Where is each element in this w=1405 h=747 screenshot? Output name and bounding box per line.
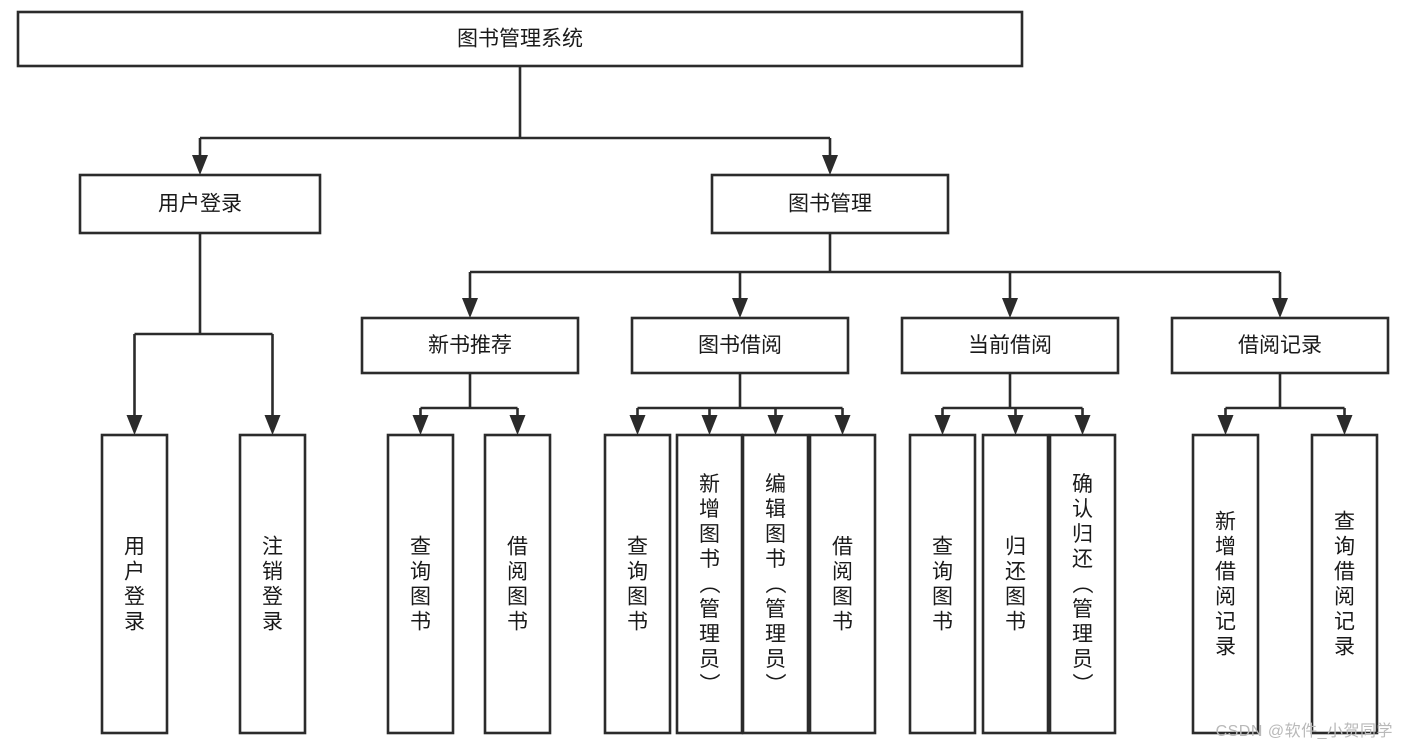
node-box-l2-user-login[interactable] xyxy=(78,173,322,235)
node-label-leaf-bw-borrow: 借阅图书 xyxy=(832,536,853,634)
arrow-head-icon xyxy=(767,415,784,435)
node-leaf-user-logout[interactable]: 注销登录 xyxy=(238,433,307,735)
node-box-leaf-bw-query[interactable] xyxy=(603,433,672,735)
arrow-head-icon xyxy=(264,415,281,435)
node-label-l3-record: 借阅记录 xyxy=(1238,334,1322,357)
node-leaf-bw-query[interactable]: 查询图书 xyxy=(603,433,672,735)
node-leaf-rc-add[interactable]: 新增借阅记录 xyxy=(1191,433,1260,735)
arrow-head-icon xyxy=(1217,415,1234,435)
node-box-leaf-user-logout[interactable] xyxy=(238,433,307,735)
arrow-head-icon xyxy=(1336,415,1353,435)
node-label-leaf-nb-borrow: 借阅图书 xyxy=(507,536,528,634)
arrow-head-icon xyxy=(701,415,718,435)
node-label-leaf-nb-query: 查询图书 xyxy=(410,536,431,634)
node-label-leaf-user-login: 用户登录 xyxy=(124,536,145,634)
arrow-head-icon xyxy=(934,415,951,435)
node-l2-book-manage[interactable]: 图书管理 xyxy=(710,173,950,235)
node-box-leaf-rc-add[interactable] xyxy=(1191,433,1260,735)
node-layer: 图书管理系统用户登录图书管理新书推荐图书借阅当前借阅借阅记录用户登录注销登录查询… xyxy=(16,10,1390,735)
node-l3-borrow[interactable]: 图书借阅 xyxy=(630,316,850,375)
node-label-l3-borrow: 图书借阅 xyxy=(698,334,782,357)
node-leaf-bw-add[interactable]: 新增图书（管理员） xyxy=(675,433,744,735)
node-box-leaf-cb-return[interactable] xyxy=(981,433,1050,735)
node-leaf-nb-query[interactable]: 查询图书 xyxy=(386,433,455,735)
node-label-l2-user-login: 用户登录 xyxy=(158,193,242,216)
connector-group-l3-record xyxy=(1217,373,1353,435)
arrow-head-icon xyxy=(509,415,526,435)
arrow-head-icon xyxy=(629,415,646,435)
node-label-root: 图书管理系统 xyxy=(457,28,583,51)
arrow-head-icon xyxy=(822,155,838,175)
arrow-head-icon xyxy=(192,155,208,175)
node-box-leaf-nb-query[interactable] xyxy=(386,433,455,735)
node-label-l3-current: 当前借阅 xyxy=(968,334,1052,357)
node-l3-new-book[interactable]: 新书推荐 xyxy=(360,316,580,375)
arrow-head-icon xyxy=(834,415,851,435)
node-label-leaf-rc-query: 查询借阅记录 xyxy=(1334,511,1355,659)
node-label-leaf-cb-confirm: 确认归还（管理员） xyxy=(1072,473,1094,696)
node-box-leaf-cb-query[interactable] xyxy=(908,433,977,735)
arrow-head-icon xyxy=(1272,298,1288,318)
node-leaf-user-login[interactable]: 用户登录 xyxy=(100,433,169,735)
node-box-l3-current[interactable] xyxy=(900,316,1120,375)
arrow-head-icon xyxy=(1074,415,1091,435)
connector-layer xyxy=(126,66,1353,435)
node-box-l3-new-book[interactable] xyxy=(360,316,580,375)
connector-group-l2-user-login xyxy=(126,233,281,435)
connector-group-l3-current xyxy=(934,373,1091,435)
node-label-leaf-bw-query: 查询图书 xyxy=(627,536,648,634)
node-box-l3-record[interactable] xyxy=(1170,316,1390,375)
node-box-leaf-nb-borrow[interactable] xyxy=(483,433,552,735)
node-l2-user-login[interactable]: 用户登录 xyxy=(78,173,322,235)
arrow-head-icon xyxy=(126,415,143,435)
node-leaf-cb-return[interactable]: 归还图书 xyxy=(981,433,1050,735)
node-leaf-bw-edit[interactable]: 编辑图书（管理员） xyxy=(741,433,810,735)
node-box-leaf-bw-edit[interactable] xyxy=(741,433,810,735)
node-label-l3-new-book: 新书推荐 xyxy=(428,334,512,357)
connector-group-root xyxy=(192,66,838,175)
node-leaf-bw-borrow[interactable]: 借阅图书 xyxy=(808,433,877,735)
node-leaf-nb-borrow[interactable]: 借阅图书 xyxy=(483,433,552,735)
arrow-head-icon xyxy=(732,298,748,318)
node-box-leaf-bw-add[interactable] xyxy=(675,433,744,735)
node-box-leaf-user-login[interactable] xyxy=(100,433,169,735)
node-box-l3-borrow[interactable] xyxy=(630,316,850,375)
connector-group-l3-borrow xyxy=(629,373,851,435)
node-box-leaf-cb-confirm[interactable] xyxy=(1048,433,1117,735)
node-label-leaf-cb-query: 查询图书 xyxy=(932,536,953,634)
arrow-head-icon xyxy=(1007,415,1024,435)
node-label-leaf-cb-return: 归还图书 xyxy=(1005,536,1026,634)
arrow-head-icon xyxy=(412,415,429,435)
node-label-leaf-bw-add: 新增图书（管理员） xyxy=(699,473,721,696)
node-leaf-cb-confirm[interactable]: 确认归还（管理员） xyxy=(1048,433,1117,735)
node-label-leaf-rc-add: 新增借阅记录 xyxy=(1215,511,1236,659)
node-l3-record[interactable]: 借阅记录 xyxy=(1170,316,1390,375)
node-box-l2-book-manage[interactable] xyxy=(710,173,950,235)
node-label-l2-book-manage: 图书管理 xyxy=(788,193,872,216)
node-box-leaf-rc-query[interactable] xyxy=(1310,433,1379,735)
node-box-leaf-bw-borrow[interactable] xyxy=(808,433,877,735)
connector-group-l2-book-manage xyxy=(462,233,1288,318)
node-label-leaf-bw-edit: 编辑图书（管理员） xyxy=(765,473,787,696)
node-leaf-cb-query[interactable]: 查询图书 xyxy=(908,433,977,735)
node-root[interactable]: 图书管理系统 xyxy=(16,10,1024,68)
arrow-head-icon xyxy=(1002,298,1018,318)
node-leaf-rc-query[interactable]: 查询借阅记录 xyxy=(1310,433,1379,735)
node-box-root[interactable] xyxy=(16,10,1024,68)
connector-group-l3-new-book xyxy=(412,373,526,435)
node-label-leaf-user-logout: 注销登录 xyxy=(262,536,283,634)
arrow-head-icon xyxy=(462,298,478,318)
node-l3-current[interactable]: 当前借阅 xyxy=(900,316,1120,375)
